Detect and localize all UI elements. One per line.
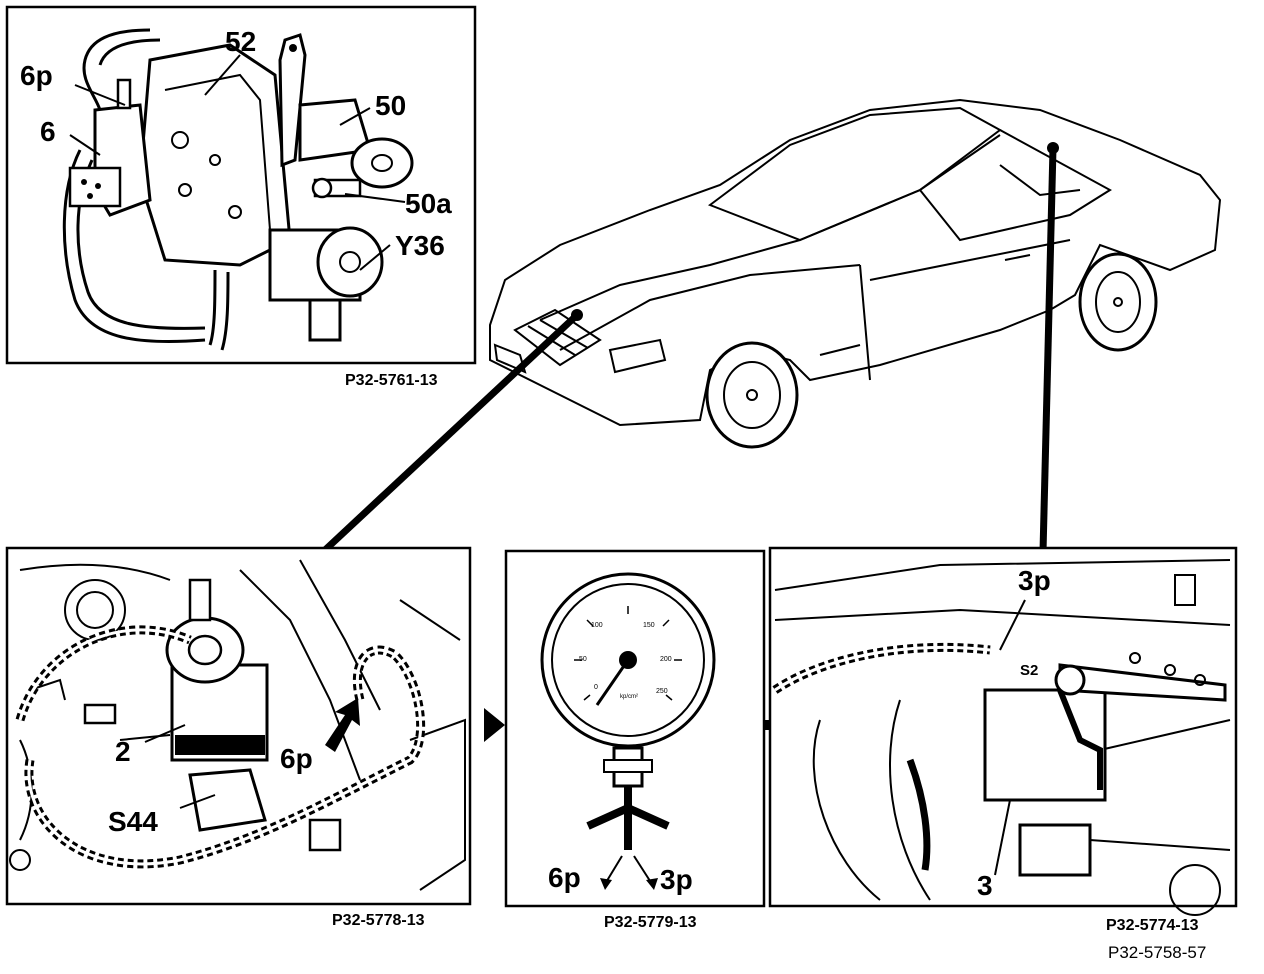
rear-location-dot (1047, 142, 1059, 154)
gauge-tick-50: 50 (579, 656, 587, 663)
callout-y36: Y36 (395, 230, 445, 261)
callout-s2: S2 (1020, 662, 1039, 679)
gauge-unit: kp/cm² (620, 694, 638, 700)
callout-3: 3 (977, 870, 993, 901)
panel-bottom-right (768, 546, 1238, 916)
panel-bottom-left (5, 546, 472, 906)
callout-50a: 50a (405, 188, 452, 219)
callout-6: 6 (40, 116, 56, 147)
figure-ref-top-left: P32-5761-13 (345, 372, 438, 389)
front-location-dot (571, 309, 583, 321)
location-pointers (322, 147, 1057, 553)
callout-6p: 6p (20, 60, 53, 91)
callout-6p-engine: 6p (280, 743, 313, 774)
figure-ref-bottom-left: P32-5778-13 (332, 912, 425, 929)
car-illustration (489, 98, 1222, 449)
callout-2: 2 (115, 736, 131, 767)
callout-3p-gauge: 3p (660, 864, 693, 895)
figure-ref-bottom-right: P32-5774-13 (1106, 917, 1199, 934)
panel-bottom-middle (504, 549, 766, 908)
callout-50: 50 (375, 90, 407, 121)
figure-ref-bottom-middle: P32-5779-13 (604, 914, 697, 931)
callout-6p-gauge: 6p (548, 862, 581, 893)
gauge-tick-0: 0 (594, 684, 598, 691)
gauge-tick-150: 150 (643, 622, 655, 629)
gauge-tick-250: 250 (656, 688, 668, 695)
callout-3p-axle: 3p (1018, 565, 1051, 596)
gauge-tick-100: 100 (591, 622, 603, 629)
gauge-tick-200: 200 (660, 656, 672, 663)
arrow-right-icon (474, 708, 505, 742)
figure-ref-overall: P32-5758-57 (1108, 943, 1207, 962)
callout-52: 52 (225, 26, 257, 57)
callout-s44: S44 (108, 806, 158, 837)
panel-top-left (5, 5, 477, 365)
